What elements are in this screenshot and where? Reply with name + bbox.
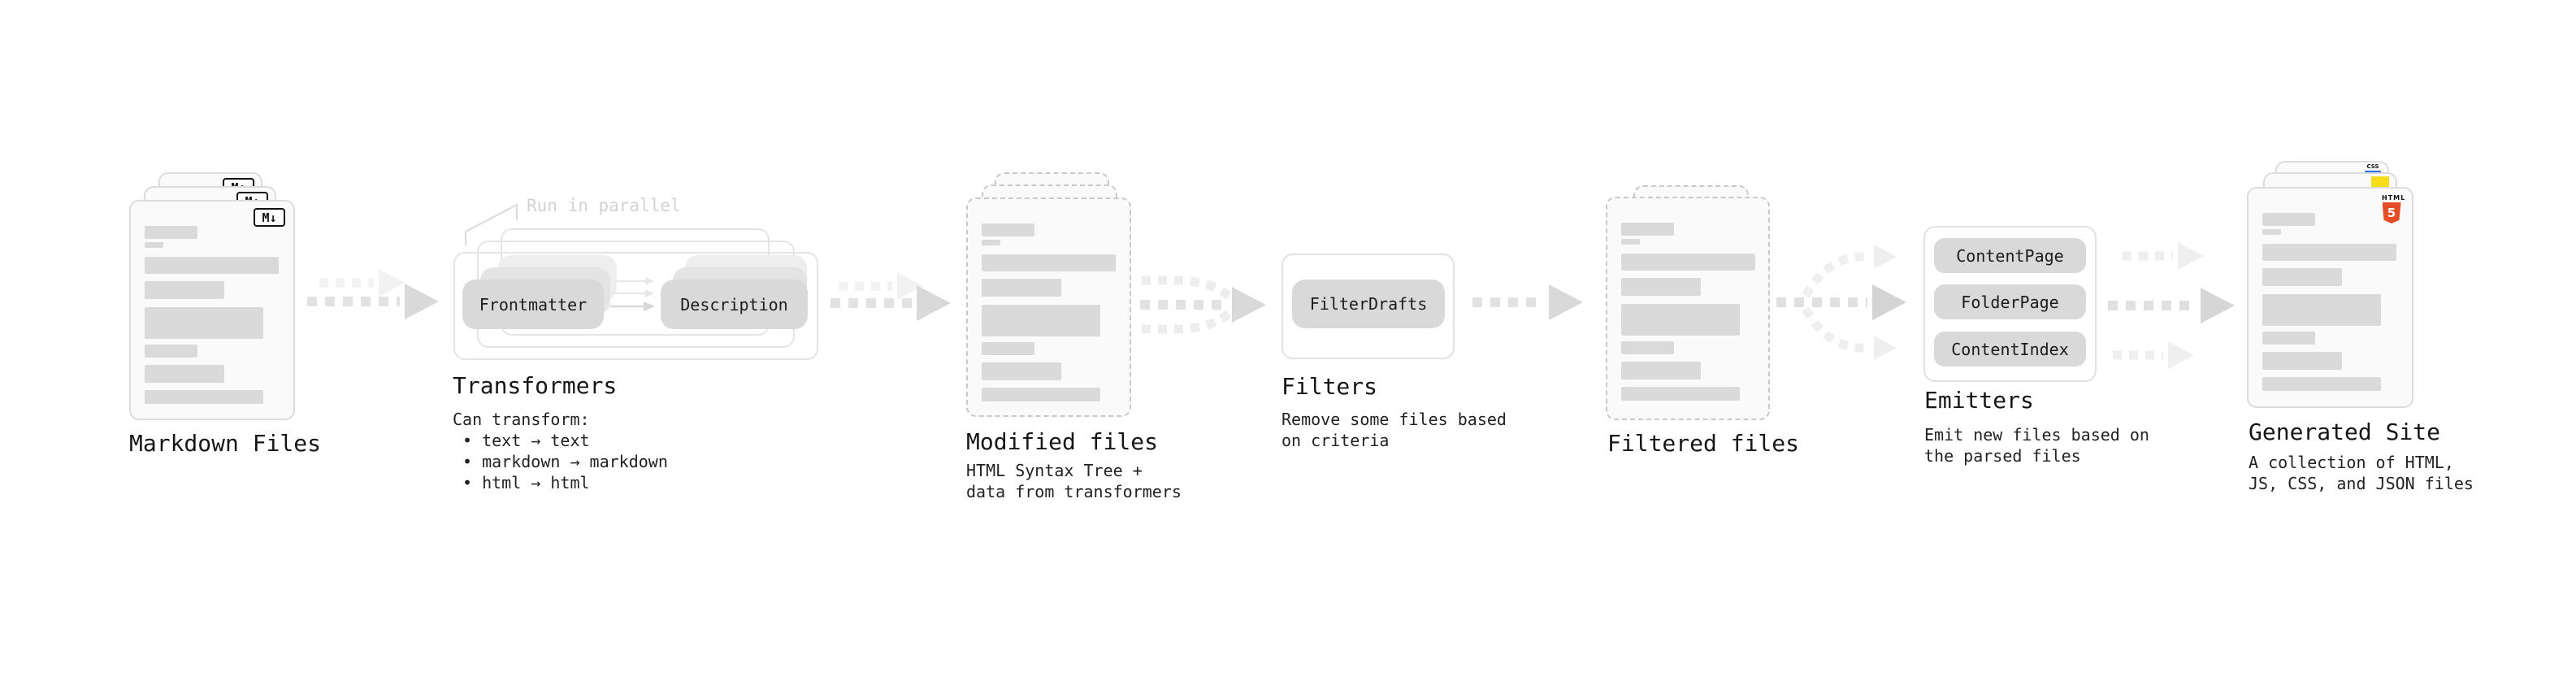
text-line-placeholder — [145, 390, 263, 404]
text-line-placeholder — [145, 281, 224, 299]
text-line-placeholder — [145, 226, 197, 239]
file-content-placeholder — [1621, 223, 1756, 401]
run-in-parallel-note: Run in parallel — [527, 196, 681, 215]
text-line-placeholder — [982, 362, 1061, 380]
text-line-placeholder — [2262, 377, 2381, 391]
html5-badge-word: HTML — [2382, 194, 2406, 202]
text-line-placeholder — [2262, 268, 2342, 286]
stage-title: Generated Site — [2249, 419, 2441, 445]
text-line-placeholder — [1621, 387, 1740, 401]
filter-pill-filterdrafts: FilterDrafts — [1292, 280, 1445, 328]
stage-description: Emit new files based on the parsed files — [1924, 424, 2149, 466]
text-line-placeholder — [2262, 213, 2315, 226]
emitter-pill-folderpage: FolderPage — [1934, 284, 2086, 319]
pill-label: Frontmatter — [479, 294, 588, 314]
text-line-placeholder — [145, 257, 279, 274]
text-line-placeholder — [982, 279, 1061, 297]
stage-description: HTML Syntax Tree + data from transformer… — [966, 460, 1182, 502]
stage-description-line: • markdown → markdown — [462, 452, 668, 471]
text-line-placeholder — [1621, 254, 1755, 271]
file-content-placeholder — [982, 223, 1117, 401]
text-line-placeholder — [2262, 229, 2281, 235]
emitter-pill-contentindex: ContentIndex — [1934, 332, 2086, 367]
stage-description-line: A collection of HTML, — [2249, 453, 2454, 472]
js-badge-icon — [2371, 176, 2389, 187]
file-card-front — [966, 197, 1131, 417]
html5-badge-icon: HTML 5 — [2382, 194, 2406, 223]
arrow-transformers-to-modified — [830, 272, 951, 321]
text-line-placeholder — [1621, 239, 1640, 245]
css-badge-label: CSS — [2366, 163, 2379, 170]
file-card-front — [1606, 197, 1770, 420]
stage-description-line: the parsed files — [1924, 446, 2081, 466]
html5-badge-shield: 5 — [2382, 202, 2401, 223]
pill-label: ContentIndex — [1951, 339, 2069, 359]
text-line-placeholder — [145, 345, 197, 358]
stage-description: A collection of HTML, JS, CSS, and JSON … — [2249, 452, 2474, 494]
text-line-placeholder — [1621, 362, 1701, 380]
stage-title: Filtered files — [1607, 430, 1800, 457]
stage-description-line: JS, CSS, and JSON files — [2249, 474, 2474, 493]
stage-description-line: • html → html — [462, 473, 590, 492]
pill-label: FolderPage — [1961, 292, 2059, 312]
emitter-pill-contentpage: ContentPage — [1934, 238, 2086, 273]
stage-title: Transformers — [453, 372, 618, 399]
stage-title: Modified files — [966, 428, 1159, 455]
file-content-placeholder — [145, 226, 281, 404]
text-line-placeholder — [982, 305, 1100, 336]
transformer-pill-description: Description — [661, 280, 808, 329]
text-line-placeholder — [1621, 278, 1701, 296]
text-line-placeholder — [2262, 332, 2315, 345]
text-line-placeholder — [2262, 294, 2381, 326]
pill-label: Description — [680, 294, 788, 314]
file-card-front: M↓ — [129, 200, 295, 420]
arrow-emitters-to-site — [2108, 242, 2235, 369]
stage-description: Can transform: • text → text • markdown … — [453, 409, 668, 493]
text-line-placeholder — [145, 242, 163, 248]
text-line-placeholder — [1621, 341, 1674, 354]
text-line-placeholder — [2262, 352, 2342, 370]
arrow-filters-to-filtered — [1472, 284, 1583, 320]
text-line-placeholder — [982, 254, 1116, 271]
pill-label: FilterDrafts — [1309, 294, 1428, 314]
transformer-instance-box-front — [453, 252, 818, 360]
stage-description-line: • text → text — [462, 431, 590, 450]
stage-description: Remove some files based on criteria — [1281, 409, 1507, 451]
stage-title: Filters — [1281, 373, 1378, 400]
transformer-pill-frontmatter: Frontmatter — [462, 280, 604, 329]
text-line-placeholder — [982, 240, 1000, 245]
stage-description-line: Can transform: — [453, 410, 590, 429]
file-card-front: HTML 5 — [2247, 187, 2413, 408]
text-line-placeholder — [2262, 244, 2396, 261]
stage-title: Emitters — [1924, 387, 2034, 414]
stage-description-line: HTML Syntax Tree + — [966, 461, 1143, 480]
text-line-placeholder — [145, 307, 263, 339]
stage-description-line: Remove some files based — [1281, 410, 1507, 429]
pill-label: ContentPage — [1956, 245, 2064, 266]
text-line-placeholder — [1621, 223, 1674, 236]
text-line-placeholder — [145, 365, 224, 383]
text-line-placeholder — [982, 342, 1034, 355]
stage-description-line: on criteria — [1281, 431, 1390, 450]
stage-description-line: Emit new files based on — [1924, 425, 2149, 445]
text-line-placeholder — [982, 223, 1034, 236]
file-content-placeholder — [2262, 213, 2400, 391]
text-line-placeholder — [1621, 304, 1740, 336]
arrow-filtered-to-emitters-fork — [1776, 245, 1906, 360]
text-line-placeholder — [982, 388, 1100, 401]
arrow-modified-to-filters-merge — [1140, 275, 1266, 334]
markdown-badge-icon: M↓ — [254, 208, 285, 227]
markdown-badge-label: M↓ — [262, 210, 277, 225]
stage-description-line: data from transformers — [966, 482, 1182, 501]
stage-title: Markdown Files — [129, 430, 322, 457]
html5-badge-number: 5 — [2387, 206, 2396, 220]
arrow-markdown-to-transformers — [307, 269, 439, 319]
